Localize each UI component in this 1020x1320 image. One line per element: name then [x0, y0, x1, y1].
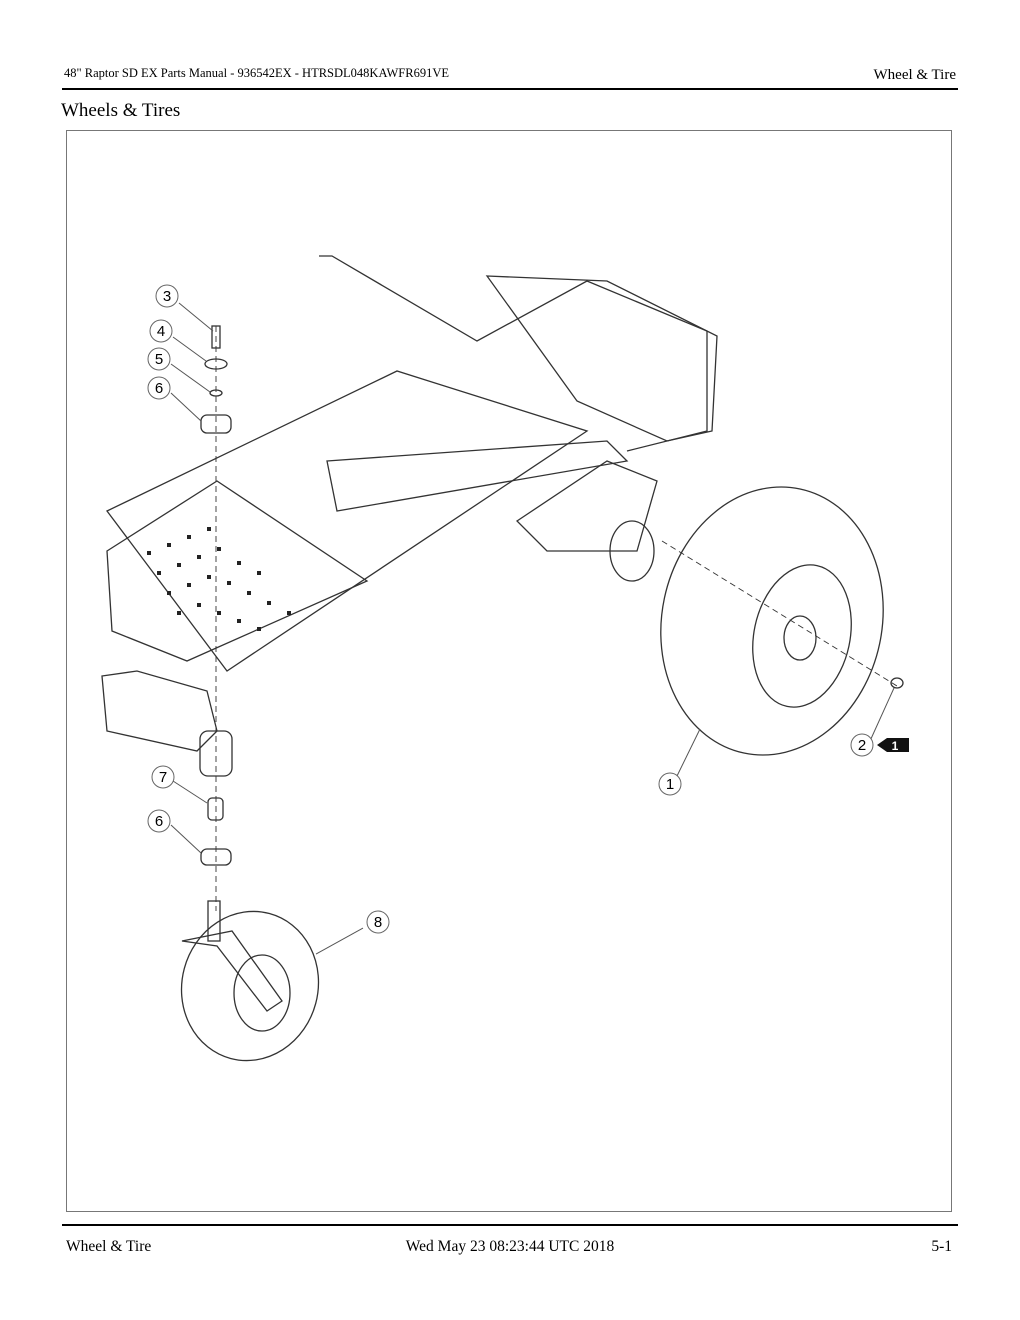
spacer [207, 797, 224, 821]
wheel-axis [661, 540, 898, 687]
svg-text:6: 6 [155, 380, 163, 397]
exploded-diagram: 3 4 5 6 1 2 1 7 [66, 130, 952, 1212]
callout-7: 7 [151, 765, 175, 789]
svg-text:7: 7 [159, 769, 167, 786]
footer-timestamp: Wed May 23 08:23:44 UTC 2018 [405, 1238, 615, 1255]
page-title: Wheels & Tires [61, 100, 181, 121]
frame-rail-top [319, 255, 708, 452]
svg-text:6: 6 [155, 813, 163, 830]
svg-text:3: 3 [163, 288, 171, 305]
caster-tire [180, 910, 320, 1062]
callout-6-bottom: 6 [147, 809, 171, 833]
header-section: Wheel & Tire [873, 67, 957, 83]
svg-text:4: 4 [157, 323, 165, 340]
callout-5: 5 [147, 347, 171, 371]
callout-2: 2 [850, 733, 874, 757]
rear-hub [609, 520, 655, 582]
transmission [515, 460, 658, 552]
svg-text:1: 1 [666, 776, 674, 793]
callout-4: 4 [149, 319, 173, 343]
footer-page-number: 5-1 [931, 1238, 952, 1255]
floor-perforations [147, 527, 291, 631]
note-badge-1: 1 [877, 738, 909, 753]
svg-text:1: 1 [892, 739, 899, 753]
callout-6-top: 6 [147, 376, 171, 400]
lug-nut [890, 677, 904, 689]
rear-tire-hub [783, 615, 817, 661]
callout-8: 8 [366, 910, 390, 934]
svg-text:5: 5 [155, 351, 163, 368]
caster-fork [181, 930, 283, 1012]
bearing-top [200, 414, 232, 434]
callout-3: 3 [155, 284, 179, 308]
frame-rear-box [485, 275, 718, 442]
rear-tire-rim [752, 564, 852, 708]
callout-1: 1 [658, 772, 682, 796]
header-manual-title: 48" Raptor SD EX Parts Manual - 936542EX… [64, 66, 449, 80]
diagram-drawing: 3 4 5 6 1 2 1 7 [101, 255, 909, 1062]
svg-text:2: 2 [858, 737, 866, 754]
footer-rule [62, 1224, 958, 1226]
leader-lines [170, 302, 895, 955]
caster-stem [207, 900, 221, 942]
frame-rail-left [106, 370, 589, 672]
floor-pan [106, 480, 369, 662]
footer-section: Wheel & Tire [66, 1238, 152, 1255]
frame-cross-rail [326, 440, 629, 512]
svg-text:8: 8 [374, 914, 382, 931]
header-rule [62, 88, 958, 90]
caster-rim [233, 954, 291, 1032]
rear-tire-outer [660, 486, 884, 756]
